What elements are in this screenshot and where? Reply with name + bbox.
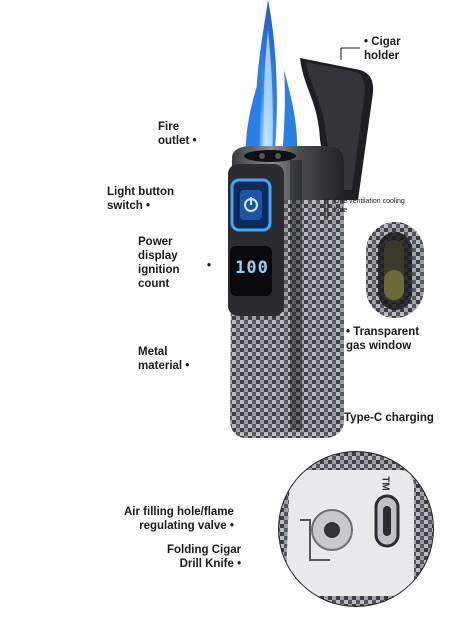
label-cigar-holder: • Cigar holder bbox=[364, 36, 401, 62]
label-metal-material: Metal material • bbox=[138, 346, 190, 372]
gas-window-graphic bbox=[366, 222, 424, 318]
flame-graphic bbox=[245, 0, 298, 162]
label-ventilation: One ventilation cooling hole bbox=[334, 198, 405, 214]
lighter-body bbox=[228, 146, 344, 438]
label-folding-cigar-drill-knife: Folding Cigar Drill Knife • bbox=[167, 544, 242, 570]
leader-lines bbox=[324, 47, 360, 218]
label-transparent-gas-window: • Transparent gas window bbox=[346, 326, 420, 352]
type-c-mark: TM bbox=[379, 476, 391, 491]
label-fire-outlet: Fire outlet • bbox=[158, 121, 197, 147]
cigar-holder-graphic bbox=[300, 58, 374, 200]
ignition-count-display: 100 bbox=[235, 258, 269, 278]
label-type-c-charging: Type-C charging bbox=[344, 412, 434, 424]
label-air-filling-hole: Air filling hole/flame regulating valve … bbox=[124, 506, 234, 532]
label-power-display: Power display ignition count bbox=[138, 236, 180, 290]
port-closeup bbox=[278, 451, 434, 607]
label-light-button-switch: Light button switch • bbox=[107, 186, 175, 212]
power-display-dot: • bbox=[207, 260, 212, 272]
